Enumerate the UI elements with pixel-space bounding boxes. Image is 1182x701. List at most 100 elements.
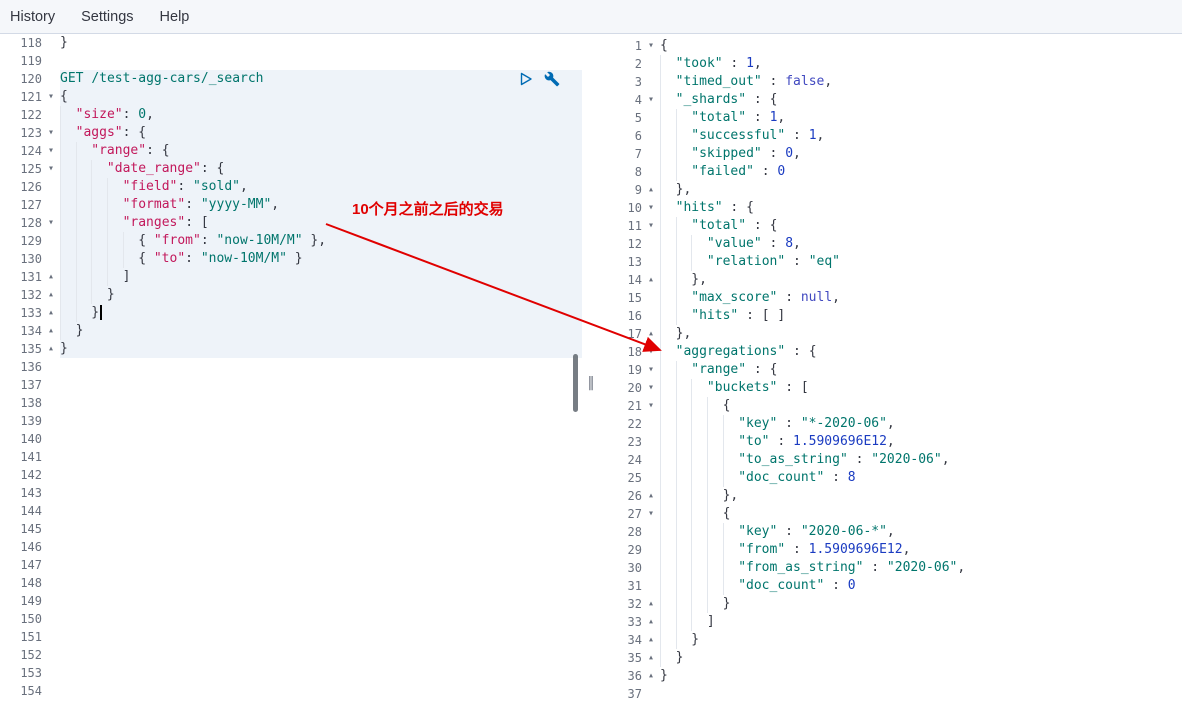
code-text[interactable]: "format": "yyyy-MM", [60,196,582,214]
resizer-grip-icon[interactable]: ‖ [587,375,595,391]
fold-open-icon[interactable]: ▾ [647,382,655,393]
fold-collapse-icon[interactable]: ▴ [47,271,55,282]
code-text[interactable] [60,628,582,646]
code-text[interactable]: "aggs": { [60,124,582,142]
code-text[interactable] [60,412,582,430]
fold-open-icon[interactable]: ▾ [647,346,655,357]
fold-collapse-icon[interactable]: ▴ [47,289,55,300]
menu-item-history[interactable]: History [10,8,56,25]
line-number: 139 [20,414,42,428]
code-text[interactable] [60,448,582,466]
send-request-button[interactable] [518,71,534,87]
gutter: 23 [600,433,660,451]
fold-collapse-icon[interactable]: ▴ [647,634,655,645]
gutter: 32▴ [600,595,660,613]
fold-open-icon[interactable]: ▾ [647,508,655,519]
code-text: "aggregations" : { [660,343,1182,361]
code-text[interactable]: GET /test-agg-cars/_search [60,70,582,88]
indent-guide [691,541,707,559]
code-text[interactable]: } [60,340,582,358]
fold-open-icon[interactable]: ▾ [47,217,55,228]
indent-guide [660,649,676,667]
code-text: "buckets" : [ [660,379,1182,397]
fold-collapse-icon[interactable]: ▴ [647,490,655,501]
indent-guide [660,235,676,253]
code-text[interactable] [60,556,582,574]
fold-open-icon[interactable]: ▾ [47,163,55,174]
code-text[interactable] [60,484,582,502]
code-text[interactable]: "field": "sold", [60,178,582,196]
gutter: 1▾ [600,37,660,55]
request-options-button[interactable] [544,71,560,87]
editor-scrollbar-thumb[interactable] [573,354,578,412]
code-text[interactable]: } [60,286,582,304]
fold-collapse-icon[interactable]: ▴ [47,325,55,336]
fold-collapse-icon[interactable]: ▴ [647,670,655,681]
console-menubar: History Settings Help [0,0,1182,34]
code-text[interactable]: } [60,35,68,50]
code-text[interactable] [60,520,582,538]
code-text[interactable] [60,466,582,484]
code-text: }, [660,181,1182,199]
code-text[interactable]: "date_range": { [60,160,582,178]
menu-item-help[interactable]: Help [159,8,190,25]
code-text[interactable] [60,394,582,412]
line-number: 14 [627,273,642,287]
fold-collapse-icon[interactable]: ▴ [47,307,55,318]
fold-collapse-icon[interactable]: ▴ [647,598,655,609]
code-text[interactable]: { [60,88,582,106]
fold-spacer [42,574,60,592]
line-number: 1 [634,39,642,53]
code-text: "key" : "2020-06-*", [660,523,1182,541]
fold-collapse-icon[interactable]: ▴ [647,274,655,285]
indent-guide [691,379,707,397]
code-text[interactable] [60,358,582,376]
code-text[interactable] [60,502,582,520]
code-text[interactable] [60,574,582,592]
code-text[interactable] [60,430,582,448]
fold-open-icon[interactable]: ▾ [647,40,655,51]
menu-item-settings[interactable]: Settings [81,8,134,25]
code-text[interactable] [60,646,582,664]
code-text[interactable]: "range": { [60,142,582,160]
line-number: 34 [627,633,642,647]
code-text[interactable] [60,682,582,700]
line-number: 137 [20,378,42,392]
fold-collapse-icon[interactable]: ▴ [647,652,655,663]
code-text[interactable] [60,538,582,556]
fold-spacer [642,685,660,701]
fold-open-icon[interactable]: ▾ [647,364,655,375]
fold-collapse-icon[interactable]: ▴ [647,616,655,627]
indent-guide [691,523,707,541]
fold-open-icon[interactable]: ▾ [647,400,655,411]
code-text[interactable]: ] [60,268,582,286]
fold-spacer [642,55,660,73]
code-text[interactable] [60,610,582,628]
code-text[interactable] [60,52,582,70]
fold-collapse-icon[interactable]: ▴ [647,184,655,195]
code-text[interactable]: { "to": "now-10M/M" } [60,250,582,268]
code-text[interactable] [60,592,582,610]
indent-guide [660,559,676,577]
code-text[interactable]: "size": 0, [60,106,582,124]
fold-open-icon[interactable]: ▾ [47,127,55,138]
code-text[interactable]: { "from": "now-10M/M" }, [60,232,582,250]
code-line: 24"to_as_string" : "2020-06", [600,451,1182,469]
fold-open-icon[interactable]: ▾ [47,91,55,102]
code-text[interactable] [60,376,582,394]
fold-open-icon[interactable]: ▾ [647,94,655,105]
fold-spacer [642,469,660,487]
code-text[interactable]: } [60,322,582,340]
panel-resizer[interactable]: ‖ [582,34,600,701]
fold-open-icon[interactable]: ▾ [647,220,655,231]
fold-open-icon[interactable]: ▾ [47,145,55,156]
line-number: 143 [20,486,42,500]
fold-open-icon[interactable]: ▾ [647,202,655,213]
code-text[interactable] [60,664,582,682]
fold-collapse-icon[interactable]: ▴ [47,343,55,354]
gutter: 26▴ [600,487,660,505]
fold-spacer [42,538,60,556]
code-text[interactable]: } [60,304,582,322]
fold-collapse-icon[interactable]: ▴ [647,328,655,339]
